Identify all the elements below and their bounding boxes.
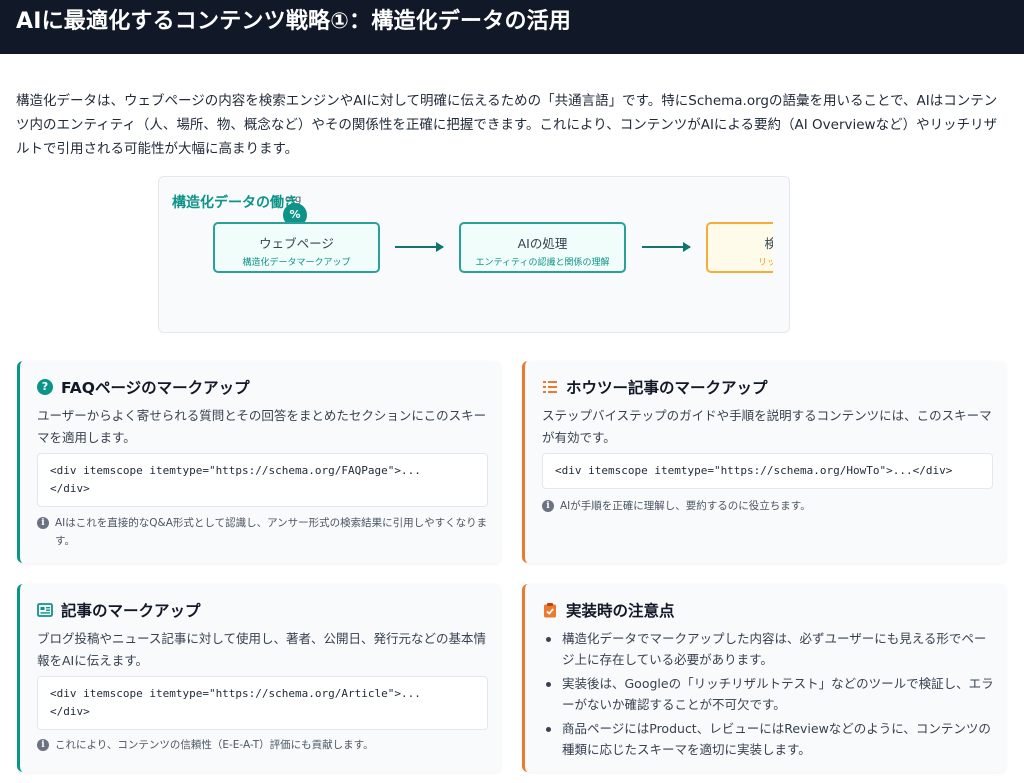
implementation-notes-card: 実装時の注意点 構造化データでマークアップした内容は、必ずユーザーにも見える形で… (522, 584, 1006, 772)
node-subtitle: リッチリザルト (757, 258, 773, 268)
code-snippet: <div itemscope itemtype="https://schema.… (37, 676, 488, 730)
diagram-title: 構造化データの働き (172, 195, 298, 211)
card-note: i これにより、コンテンツの信頼性（E-E-A-T）評価にも貢献します。 (37, 736, 497, 754)
faq-markup-card: ? FAQページのマークアップ ユーザーからよく寄せられる質問とその回答をまとめ… (17, 361, 501, 563)
info-icon: i (37, 739, 49, 751)
code-snippet: <div itemscope itemtype="https://schema.… (37, 453, 488, 507)
card-title: ホウツー記事のマークアップ (542, 376, 768, 398)
card-title-text: 記事のマークアップ (61, 602, 201, 620)
card-title: 実装時の注意点 (542, 599, 675, 621)
node-subtitle: 構造化データマークアップ (242, 258, 351, 268)
clipboard-check-icon (544, 603, 556, 618)
card-note: i AIが手順を正確に理解し、要約するのに役立ちます。 (542, 497, 1002, 515)
info-icon: i (542, 500, 554, 512)
card-title-text: 実装時の注意点 (566, 602, 675, 620)
card-note: i AIはこれを直接的なQ&A形式として認識し、アンサー形式の検索結果に引用しや… (37, 514, 497, 550)
notes-list: 構造化データでマークアップした内容は、必ずユーザーにも見える形でページ上に存在し… (542, 628, 994, 763)
node-subtitle: エンティティの認識と関係の理解 (475, 258, 610, 268)
list-item: 構造化データでマークアップした内容は、必ずユーザーにも見える形でページ上に存在し… (542, 628, 994, 670)
info-icon: i (37, 517, 49, 529)
card-description: ステップバイステップのガイドや手順を説明するコンテンツには、このスキーマが有効で… (542, 408, 992, 445)
page-header: AIに最適化するコンテンツ戦略①：構造化データの活用 (0, 0, 1024, 54)
node-title: 検索結果 (708, 233, 773, 252)
card-title-text: ホウツー記事のマークアップ (566, 379, 768, 397)
card-note-text: これにより、コンテンツの信頼性（E-E-A-T）評価にも貢献します。 (55, 739, 374, 751)
page-title: AIに最適化するコンテンツ戦略①：構造化データの活用 (16, 9, 572, 34)
newspaper-icon (37, 603, 53, 617)
card-note-text: AIが手順を正確に理解し、要約するのに役立ちます。 (560, 500, 811, 512)
structured-data-diagram: org 構造化データの働き % ウェブページ 構造化データマークアップ AIの処… (158, 176, 790, 333)
ordered-list-icon (543, 381, 557, 393)
intro-paragraph: 構造化データは、ウェブページの内容を検索エンジンやAIに対して明確に伝えるための… (16, 93, 998, 157)
code-snippet: <div itemscope itemtype="https://schema.… (542, 453, 993, 489)
diagram-viewport: org 構造化データの働き % ウェブページ 構造化データマークアップ AIの処… (159, 177, 773, 332)
card-description: ユーザーからよく寄せられる質問とその回答をまとめたセクションにこのスキーマを適用… (37, 408, 487, 445)
card-description: ブログ投稿やニュース記事に対して使用し、著者、公開日、発行元などの基本情報をAI… (37, 631, 487, 668)
article-markup-card: 記事のマークアップ ブログ投稿やニュース記事に対して使用し、著者、公開日、発行元… (17, 584, 501, 772)
diagram-ghost-label: org (285, 194, 302, 205)
list-item: 実装後は、Googleの「リッチリザルトテスト」などのツールで検証し、エラーがな… (542, 673, 994, 715)
diagram-node-ai-processing: AIの処理 エンティティの認識と関係の理解 (459, 222, 626, 273)
diagram-node-search-results: 検索結果 リッチリザルト (706, 222, 773, 273)
diagram-node-webpage: ウェブページ 構造化データマークアップ (213, 222, 380, 273)
card-title: ? FAQページのマークアップ (37, 376, 250, 398)
card-title-text: FAQページのマークアップ (61, 379, 250, 397)
card-note-text: AIはこれを直接的なQ&A形式として認識し、アンサー形式の検索結果に引用しやすく… (55, 517, 488, 547)
arrow-right-icon (395, 242, 444, 252)
list-item: 商品ページにはProduct、レビューにはReviewなどのように、コンテンツの… (542, 718, 994, 760)
node-title: ウェブページ (259, 236, 334, 251)
howto-markup-card: ホウツー記事のマークアップ ステップバイステップのガイドや手順を説明するコンテン… (522, 361, 1006, 563)
node-title: AIの処理 (517, 236, 568, 251)
question-circle-icon: ? (37, 379, 53, 395)
arrow-right-icon (642, 242, 691, 252)
card-title: 記事のマークアップ (37, 599, 201, 621)
